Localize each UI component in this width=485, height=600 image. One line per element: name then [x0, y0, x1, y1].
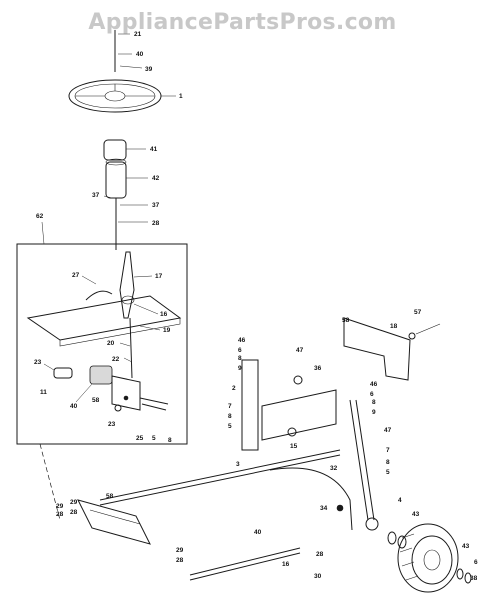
callout-label: 47	[296, 347, 304, 354]
callout-label: 28	[316, 551, 324, 558]
callout-label: 8	[168, 437, 172, 444]
callout-label: 17	[155, 273, 163, 280]
callout-label: 23	[34, 359, 42, 366]
callout-label: 43	[412, 511, 420, 518]
callout-label: 58	[342, 317, 350, 324]
steering-column-sleeve	[103, 139, 127, 250]
callout-label: 9	[372, 409, 376, 416]
callout-label: 8	[386, 459, 390, 466]
callout-label: 7	[228, 403, 232, 410]
callout-label: 34	[320, 505, 328, 512]
callout-label: 57	[414, 309, 422, 316]
callout-label: 28	[56, 511, 64, 518]
callout-label: 4	[398, 497, 402, 504]
steering-bracket-right	[343, 317, 441, 381]
callout-label: 6	[474, 559, 478, 566]
callout-label: 21	[134, 31, 142, 38]
steering-support-plate	[26, 290, 182, 347]
callout-label: 29	[176, 547, 184, 554]
callout-label: 40	[254, 529, 262, 536]
callout-label: 46	[238, 337, 246, 344]
callout-label: 20	[107, 340, 115, 347]
callout-label: 37	[152, 202, 160, 209]
callout-label: 7	[386, 447, 390, 454]
callout-label: 43	[462, 543, 470, 550]
callout-label: 62	[36, 213, 44, 220]
front-wheel	[387, 523, 472, 593]
callout-label: 40	[136, 51, 144, 58]
callout-label: 1	[179, 93, 183, 100]
callout-label: 2	[232, 385, 236, 392]
callout-label: 32	[330, 465, 338, 472]
callout-label: 30	[314, 573, 322, 580]
callout-label: 3	[236, 461, 240, 468]
callout-label: 37	[92, 192, 100, 199]
front-axle	[241, 359, 337, 451]
callout-label: 22	[112, 356, 120, 363]
callout-label: 42	[152, 175, 160, 182]
callout-label: 8	[372, 399, 376, 406]
callout-label: 36	[314, 365, 322, 372]
callout-label: 5	[152, 435, 156, 442]
callout-label: 19	[163, 327, 171, 334]
drag-link-rod	[99, 449, 353, 581]
callout-label: 38	[470, 575, 478, 582]
callout-label: 29	[56, 503, 64, 510]
pivot-dot	[336, 504, 344, 512]
callout-label: 6	[370, 391, 374, 398]
callout-label: 58	[92, 397, 100, 404]
callout-label: 28	[152, 220, 160, 227]
callout-label: 41	[150, 146, 158, 153]
callout-label: 28	[176, 557, 184, 564]
callouts: 21 40 39 1 41 42 37 37 28 62 27 17 16 19…	[34, 31, 478, 582]
callout-label: 16	[160, 311, 168, 318]
callout-label: 47	[384, 427, 392, 434]
callout-label: 28	[70, 509, 78, 516]
steering-column-shaft	[119, 251, 135, 379]
callout-label: 25	[136, 435, 144, 442]
callout-label: 18	[390, 323, 398, 330]
callout-label: 8	[228, 413, 232, 420]
inset-box	[16, 243, 188, 445]
callout-label: 6	[238, 347, 242, 354]
spindle-right	[349, 399, 379, 531]
steering-gear-parts	[39, 365, 169, 521]
callout-label: 11	[40, 389, 47, 396]
callout-label: 58	[106, 493, 114, 500]
callout-label: 8	[238, 355, 242, 362]
callout-label: 40	[70, 403, 78, 410]
callout-label: 23	[108, 421, 116, 428]
callout-label: 27	[72, 272, 80, 279]
callout-label: 29	[70, 499, 78, 506]
callout-label: 9	[238, 365, 242, 372]
callout-label: 16	[282, 561, 290, 568]
callout-label: 39	[145, 66, 153, 73]
callout-label: 46	[370, 381, 378, 388]
axle-bracket-left	[77, 499, 151, 545]
callout-label: 5	[228, 423, 232, 430]
callout-label: 15	[290, 443, 298, 450]
callout-label: 5	[386, 469, 390, 476]
watermark-text: AppliancePartsPros.com	[88, 10, 397, 35]
